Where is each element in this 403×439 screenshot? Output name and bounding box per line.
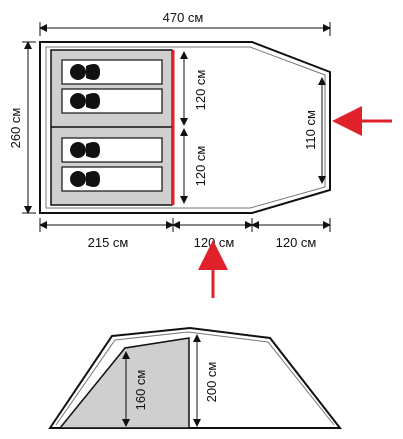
label-bedroom-length: 215 см <box>88 235 129 250</box>
sleeping-bag <box>61 166 163 192</box>
sleeping-bag <box>61 88 163 114</box>
label-bed-zone-top: 120 см <box>193 70 208 111</box>
label-vestibule-middle: 120 см <box>194 235 235 250</box>
tent-inner-outline <box>45 46 326 209</box>
sleeping-bag <box>61 59 163 85</box>
side-elevation: 160 см 200 см <box>48 326 343 429</box>
label-total-length: 470 см <box>163 10 204 25</box>
label-width: 260 см <box>8 108 23 149</box>
label-bed-zone-bottom: 120 см <box>193 146 208 187</box>
sleeping-bag <box>61 137 163 163</box>
label-vestibule-end: 120 см <box>276 235 317 250</box>
plan-view: 470 см 260 см 120 см 120 см 110 см 215 с… <box>8 10 392 298</box>
label-inner-height: 110 см <box>303 110 318 150</box>
label-elev-outer-height: 200 см <box>204 362 219 403</box>
elevation-inner-outline <box>55 331 335 426</box>
label-elev-inner-height: 160 см <box>133 370 148 411</box>
sleeping-places <box>61 59 163 192</box>
